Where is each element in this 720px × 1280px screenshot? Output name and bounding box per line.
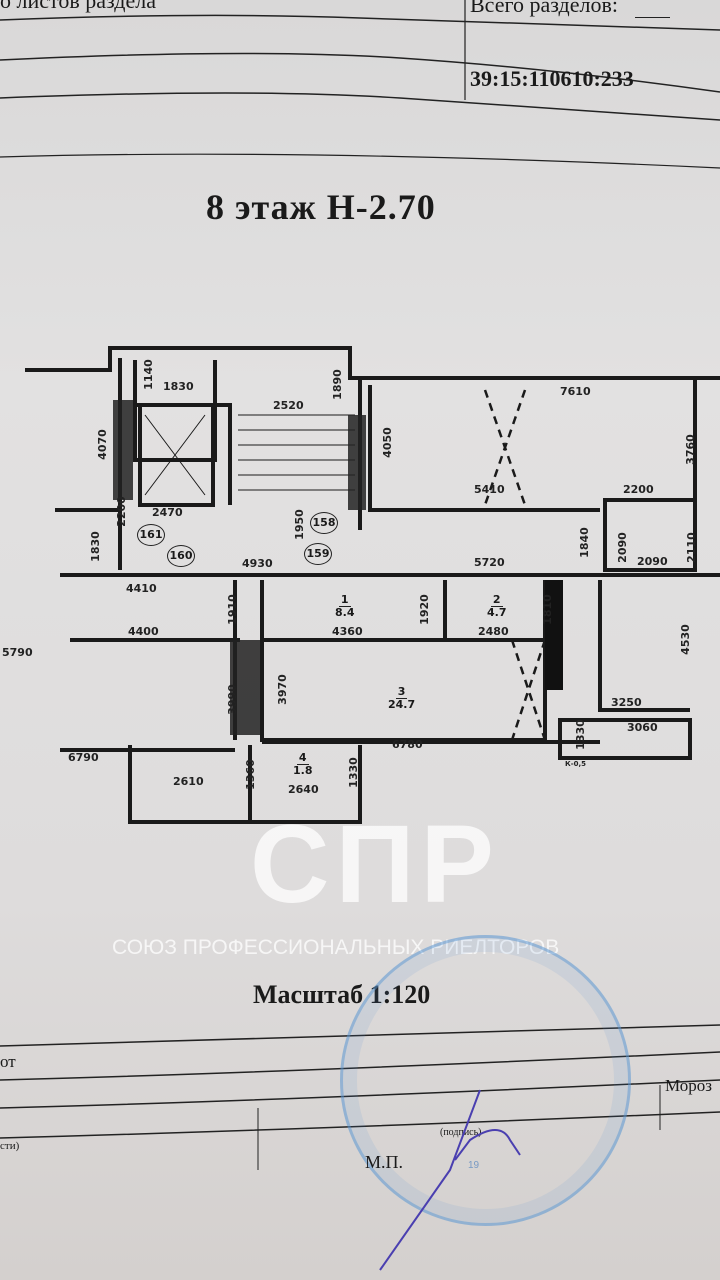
dimension: 5410: [474, 483, 505, 496]
dimension: 2520: [273, 399, 304, 412]
dimension: 2480: [478, 625, 509, 638]
total-sections-blank: [635, 17, 670, 18]
dimension: 6790: [68, 751, 99, 764]
cadastral-number: 39:15:110610:233: [470, 66, 634, 91]
dimension: 2200: [114, 496, 128, 527]
dimension: 1330: [573, 719, 587, 750]
dimension: 1910: [225, 594, 239, 625]
footer-text: от: [0, 1052, 16, 1071]
dimension: 2200: [623, 483, 654, 496]
dimension: 2610: [173, 775, 204, 788]
stamp-number: 19: [468, 1160, 480, 1171]
official-stamp: [340, 935, 631, 1226]
dimension: 1360: [243, 759, 257, 790]
dimension: 4400: [128, 625, 159, 638]
dimension: 1950: [292, 509, 306, 540]
dimension: 1830: [88, 531, 102, 562]
dimension: 2640: [288, 783, 319, 796]
dimension: 4050: [380, 427, 394, 458]
dimension: 3060: [627, 721, 658, 734]
dimension: 1140: [141, 359, 155, 390]
dimension: 3970: [275, 674, 289, 705]
dimension: 2090: [615, 532, 629, 563]
dimension: 3990: [225, 684, 239, 715]
dimension: 6780: [392, 738, 423, 751]
signer-name: Мороз: [665, 1076, 712, 1095]
signature-label: (подпись): [440, 1127, 482, 1138]
total-sections-label: Всего разделов:: [470, 0, 618, 17]
stair-marker: 159: [304, 543, 332, 565]
dimension: 1920: [417, 594, 431, 625]
dimension: 2470: [152, 506, 183, 519]
dimension: 5790: [2, 646, 33, 659]
floor-plan: [25, 346, 720, 824]
dimension: 4070: [95, 429, 109, 460]
stair-marker: 161: [137, 524, 165, 546]
stair-marker: 158: [310, 512, 338, 534]
balcony-coefficient: К-0,5: [565, 760, 587, 768]
dimension: 4360: [332, 625, 363, 638]
dimension: 5720: [474, 556, 505, 569]
signature: [379, 1089, 521, 1271]
dimension: 2110: [684, 532, 698, 563]
dimension: 4410: [126, 582, 157, 595]
dimension: 2090: [637, 555, 668, 568]
dimension: 4530: [678, 624, 692, 655]
seal-label: М.П.: [365, 1152, 404, 1172]
dimension: 7610: [560, 385, 591, 398]
dimension: 3760: [683, 434, 697, 465]
footer-text: сти): [0, 1140, 20, 1152]
floor-title: 8 этаж Н-2.70: [206, 187, 436, 227]
dimension: 1330: [346, 757, 360, 788]
sheets-label: о листов раздела: [0, 0, 156, 13]
dimension: 1830: [163, 380, 194, 393]
watermark-logo: СПР: [250, 803, 500, 926]
dimension: 4930: [242, 557, 273, 570]
dimension: 1840: [577, 527, 591, 558]
dimension: 1810: [540, 594, 554, 625]
dimension: 1890: [330, 369, 344, 400]
stair-marker: 160: [167, 545, 195, 567]
dimension: 3250: [611, 696, 642, 709]
